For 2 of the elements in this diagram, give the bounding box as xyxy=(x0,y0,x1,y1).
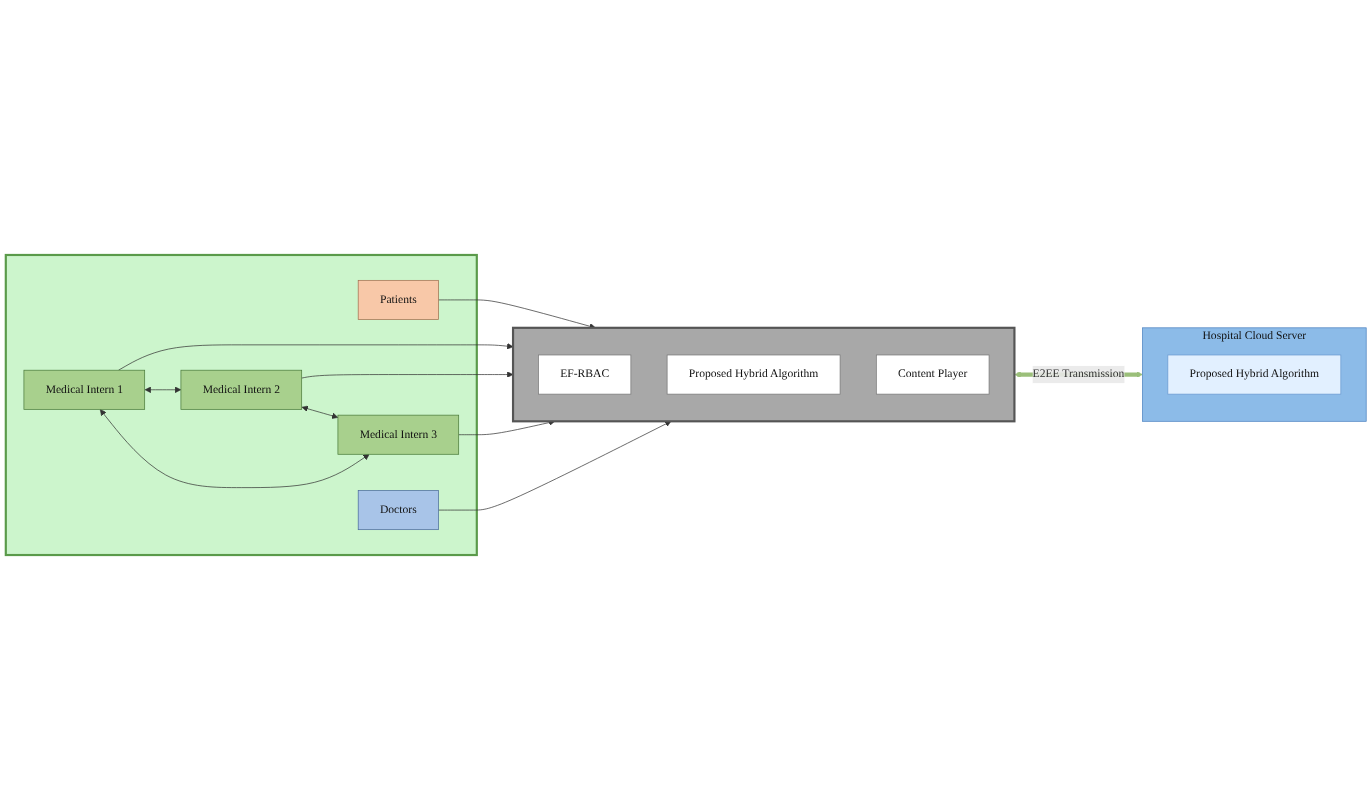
cluster xyxy=(511,326,1016,423)
cluster xyxy=(4,253,478,557)
